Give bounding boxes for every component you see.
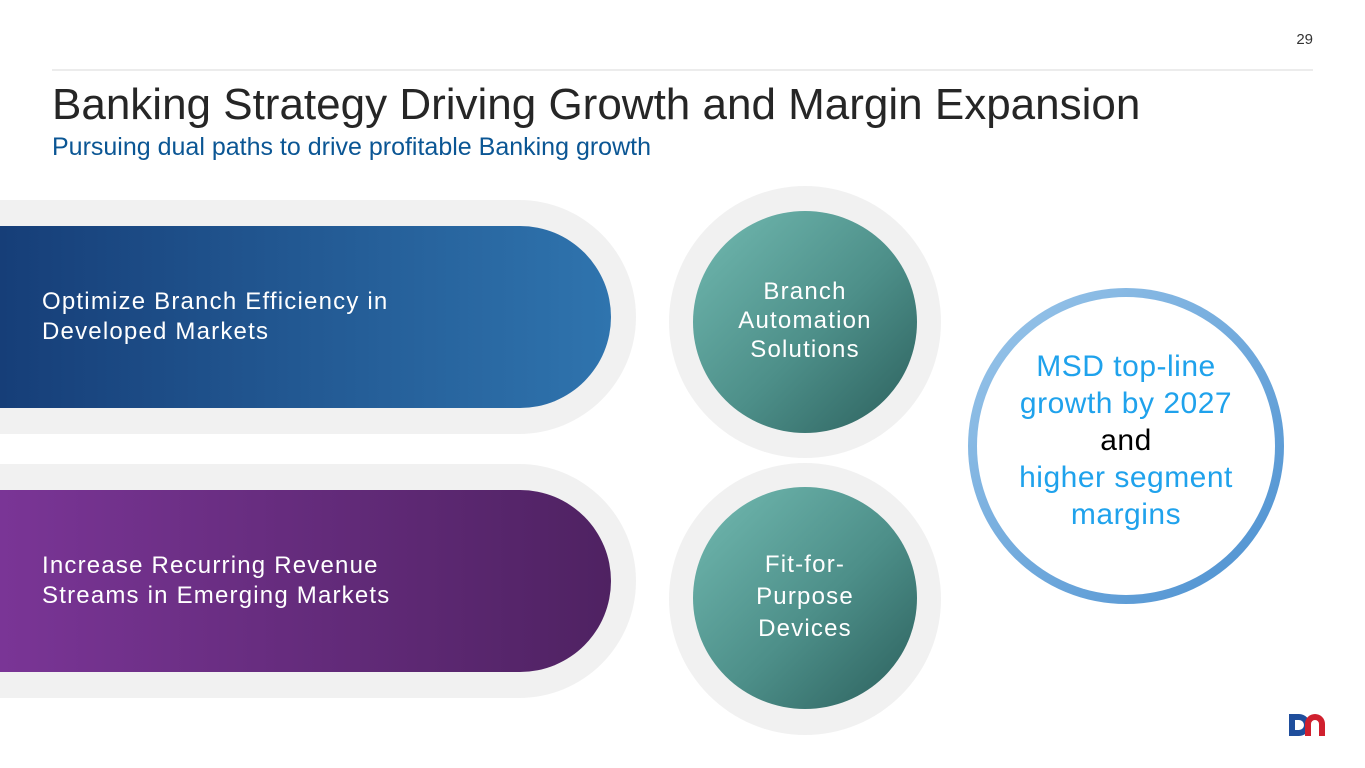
solution-1-line-3: Solutions bbox=[750, 335, 860, 363]
outcome-line-4: margins bbox=[1070, 497, 1182, 531]
page-number: 29 bbox=[1296, 31, 1313, 48]
company-logo bbox=[1289, 714, 1325, 736]
solution-2-line-1: Fit-for- bbox=[764, 550, 846, 578]
path-2-text: Increase Recurring Revenue Streams in Em… bbox=[42, 551, 391, 611]
outcome-connector: and bbox=[1100, 423, 1152, 457]
solution-2-line-3: Devices bbox=[758, 614, 852, 642]
logo-n-mark bbox=[1305, 714, 1325, 736]
outcome-ring: MSD top-line growth by 2027 and higher s… bbox=[968, 288, 1284, 604]
logo-d-mark bbox=[1289, 714, 1310, 736]
outcome-line-3: higher segment bbox=[1019, 460, 1233, 494]
path-2-line-2: Streams in Emerging Markets bbox=[42, 582, 391, 609]
path-2-line-1: Increase Recurring Revenue bbox=[42, 552, 379, 579]
path-1-pill bbox=[0, 226, 611, 408]
path-1-line-1: Optimize Branch Efficiency in bbox=[42, 288, 389, 315]
solution-1-circle: Branch Automation Solutions bbox=[693, 211, 917, 433]
outcome-line-2: growth by 2027 bbox=[1019, 386, 1233, 420]
slide-subtitle: Pursuing dual paths to drive profitable … bbox=[52, 133, 651, 161]
outcome-text: MSD top-line growth by 2027 and higher s… bbox=[977, 297, 1275, 595]
path-1-line-2: Developed Markets bbox=[42, 318, 270, 345]
solution-1-line-1: Branch bbox=[763, 277, 847, 305]
solution-2-line-2: Purpose bbox=[756, 582, 854, 610]
solution-1-line-2: Automation bbox=[738, 306, 872, 334]
solution-2-circle: Fit-for- Purpose Devices bbox=[693, 487, 917, 709]
header-divider bbox=[52, 69, 1313, 71]
path-1-text: Optimize Branch Efficiency in Developed … bbox=[42, 287, 388, 347]
outcome-line-1: MSD top-line bbox=[1036, 349, 1216, 383]
slide-title: Banking Strategy Driving Growth and Marg… bbox=[52, 80, 1141, 129]
path-2-pill bbox=[0, 490, 611, 672]
